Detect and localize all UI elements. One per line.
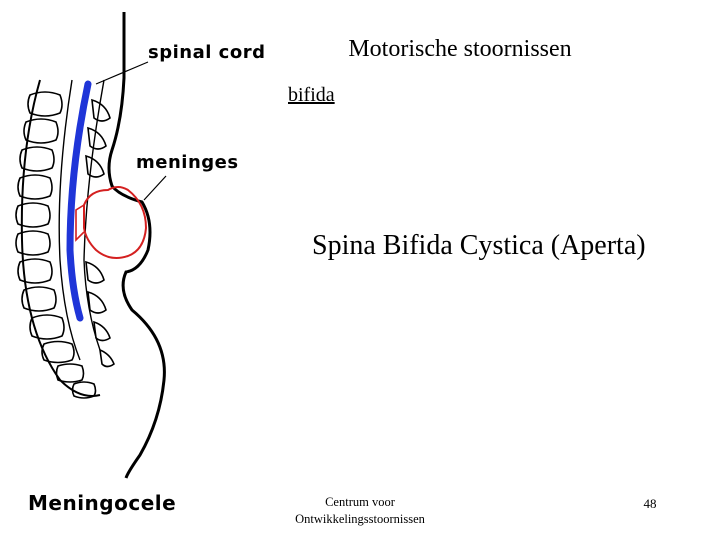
meningeal-sac — [83, 186, 148, 259]
footer-organization: Centrum voor Ontwikkelingsstoornissen — [280, 494, 440, 528]
vertebrae — [15, 91, 97, 399]
diagram-caption: Meningocele — [28, 491, 176, 515]
meninges-label: meninges — [136, 152, 239, 173]
meningocele-diagram: spinal cord meninges Meningocele — [15, 12, 265, 515]
spinal-cord-label: spinal cord — [148, 42, 265, 63]
page-number: 48 — [643, 496, 657, 511]
footer-org-line2: Ontwikkelingsstoornissen — [295, 512, 425, 526]
canal-wall-front — [58, 79, 81, 361]
spine-front-contour — [20, 79, 101, 397]
slide-title: Motorische stoornissen — [348, 36, 572, 62]
body-contour — [107, 12, 166, 479]
canal-wall-back — [83, 79, 105, 351]
slide-subtitle: bifida — [288, 84, 335, 106]
footer-org-line1: Centrum voor — [325, 495, 395, 509]
spinous-processes — [85, 98, 115, 368]
meninges-leader — [143, 175, 167, 201]
meninges-lining — [75, 204, 85, 242]
spinal-cord-leader — [95, 61, 149, 85]
slide-heading: Spina Bifida Cystica (Aperta) — [312, 230, 646, 261]
spinal-cord — [66, 80, 92, 322]
